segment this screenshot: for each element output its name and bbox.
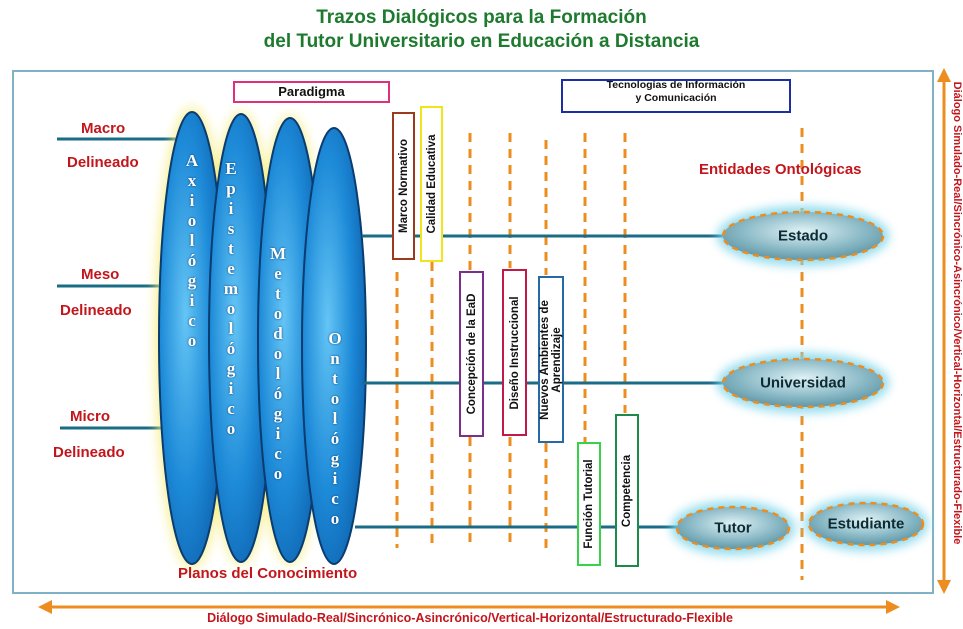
funcion-tutorial-label: Función Tutorial: [583, 459, 595, 549]
estudiante-label: Estudiante: [827, 515, 905, 533]
micro-label: Micro: [70, 408, 111, 425]
entity-estudiante: [807, 501, 925, 547]
right-arrow-top-head: [937, 68, 951, 82]
tecnologias-line2: y Comunicación: [635, 92, 717, 104]
macro-delineado: Delineado: [67, 154, 139, 171]
meso-delineado: Delineado: [60, 302, 132, 319]
nuevos-ambientes-box: Nuevos Ambientes de Aprendizaje: [538, 276, 564, 443]
entity-tutor: [675, 505, 791, 551]
bottom-dialog-label: Diálogo Simulado-Real/Sincrónico-Asincró…: [207, 611, 733, 625]
entity-estado: [721, 210, 885, 262]
competencia-label: Competencia: [621, 454, 633, 527]
tecnologias-line1: Tecnologías de Información: [606, 79, 746, 91]
bottom-arrow-left-head: [38, 600, 52, 614]
concepcion-ead-label: Concepción de la EaD: [465, 293, 478, 415]
nuevos-ambientes-label: Nuevos Ambientes de Aprendizaje: [539, 300, 563, 420]
micro-delineado: Delineado: [53, 444, 125, 461]
diseno-instruccional-box: Diseño Instruccional: [502, 269, 527, 436]
main-frame: [12, 70, 934, 594]
entidades-label: Entidades Ontológicas: [699, 161, 862, 178]
concepcion-ead-box: Concepción de la EaD: [459, 271, 484, 437]
calidad-educativa-label: Calidad Educativa: [425, 134, 438, 234]
competencia-box: Competencia: [615, 414, 639, 567]
estado-label: Estado: [777, 227, 829, 245]
bottom-arrow-right-head: [886, 600, 900, 614]
tecnologias-box: Tecnologías de Información y Comunicació…: [561, 79, 791, 113]
macro-label: Macro: [81, 120, 126, 137]
paradigma-label: Paradigma: [278, 84, 345, 99]
meso-label: Meso: [81, 266, 120, 283]
planos-label: Planos del Conocimiento: [178, 565, 358, 582]
tutor-label: Tutor: [714, 519, 752, 537]
nuevos-ambientes-line2: Aprendizaje: [551, 326, 563, 393]
nuevos-ambientes-line1: Nuevos Ambientes de: [539, 299, 551, 420]
marco-normativo-box: Marco Normativo: [392, 112, 415, 260]
calidad-educativa-box: Calidad Educativa: [420, 106, 443, 262]
plane-ontologico: [301, 127, 367, 565]
diagram-title-line2: del Tutor Universitario en Educación a D…: [263, 31, 700, 52]
marco-normativo-label: Marco Normativo: [397, 139, 410, 233]
right-dialog-label: Diálogo Simulado-Real/Sincrónico-Asincró…: [951, 81, 963, 545]
universidad-label: Universidad: [760, 374, 846, 392]
diseno-instruccional-label: Diseño Instruccional: [508, 295, 521, 410]
funcion-tutorial-box: Función Tutorial: [577, 442, 601, 566]
diagram-title-line1: Trazos Dialógicos para la Formación: [316, 7, 647, 28]
paradigma-box: Paradigma: [233, 81, 390, 103]
entity-universidad: [721, 357, 885, 409]
right-arrow-bottom-head: [937, 580, 951, 594]
